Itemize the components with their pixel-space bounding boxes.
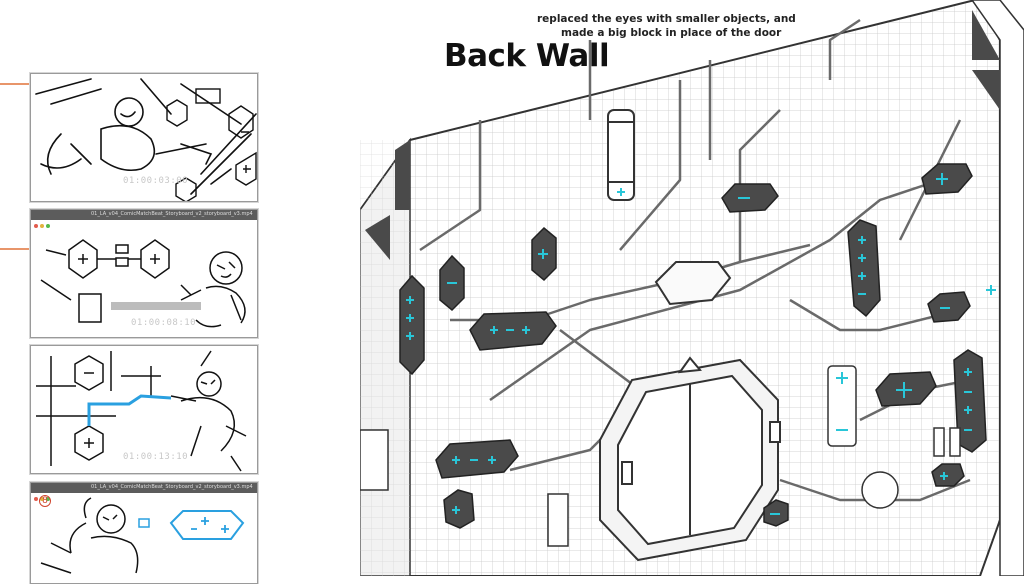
corner-triangle-top [972,10,1000,60]
center-hexagon [654,261,732,306]
panel-3-timecode: 01:00:13:10 [123,452,189,462]
vertical-tube [607,109,635,201]
panel-3-sketch [36,350,247,472]
player-title-bar: 01_LA_v04_ComicMatchBeat_Storyboard_v2_s… [31,210,257,228]
note-line-1: replaced the eyes with smaller objects, … [537,13,796,25]
player-title: 01_LA_v04_ComicMatchBeat_Storyboard_v2_s… [91,211,253,217]
storyboard-panel-2[interactable]: 01_LA_v04_ComicMatchBeat_Storyboard_v2_s… [30,209,258,338]
storyboard-panel-1[interactable]: 01:00:03:00 [30,73,258,202]
note-line-2: made a big block in place of the door [561,27,782,39]
panel-4-sketch [40,497,245,574]
panel-2-sketch [40,239,246,328]
big-block [599,356,781,562]
back-wall-drawing [360,0,1024,576]
page-title: Back Wall [444,38,610,74]
panel-1-timecode: 01:00:03:00 [123,176,189,186]
scrub-bar [111,302,201,310]
wall-switches [360,365,961,547]
storyboard-panel-3[interactable]: 01:00:13:10 [30,345,258,474]
orange-marker-bottom [0,248,32,250]
panel-1-sketch [35,78,257,201]
player-title-4: 01_LA_v04_ComicMatchBeat_Storyboard_v2_s… [91,484,253,490]
storyboard-panel-4[interactable]: 01_LA_v04_ComicMatchBeat_Storyboard_v2_s… [30,482,258,584]
corner-triangle-left [365,215,390,260]
orange-marker-top [0,83,32,85]
panel-number: 8 [39,495,51,507]
window-controls[interactable] [34,213,52,232]
panel-2-timecode: 01:00:08:10 [131,318,197,328]
